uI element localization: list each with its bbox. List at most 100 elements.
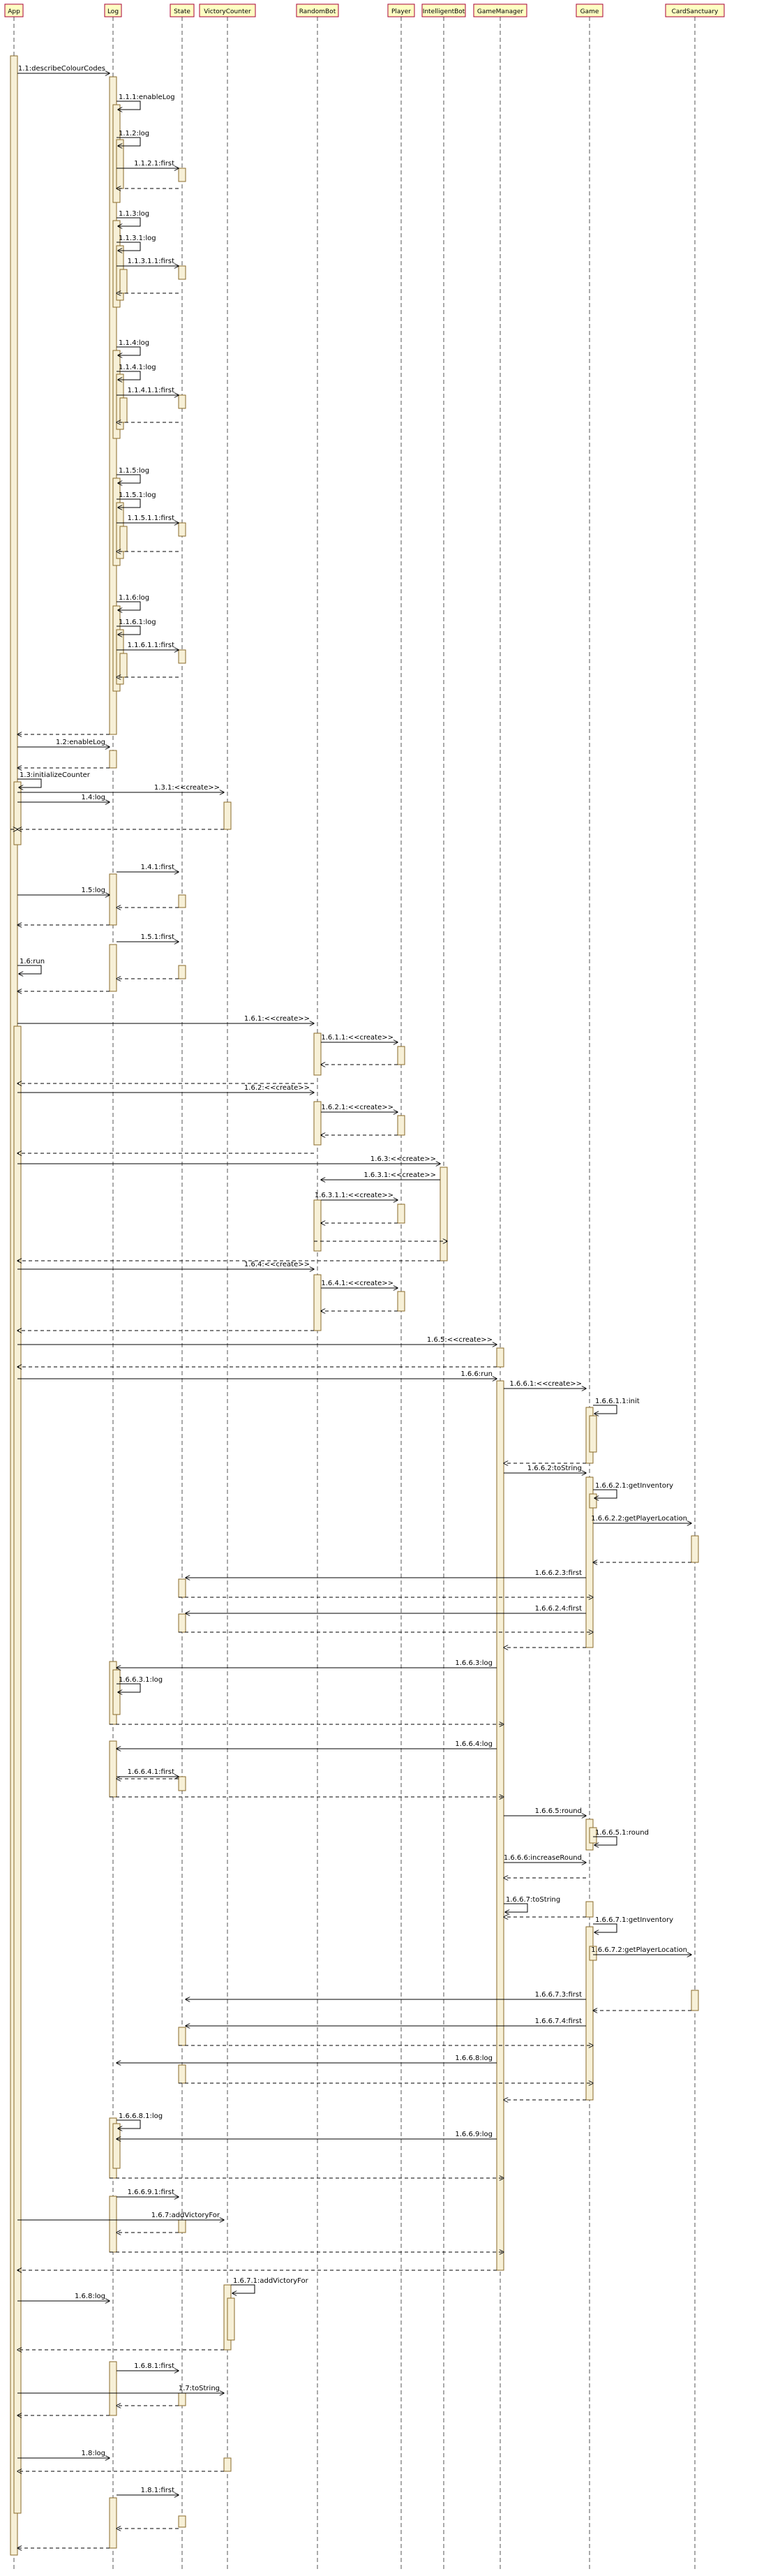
message-1-6-6-5-1-round: 1.6.6.5.1:round bbox=[593, 1829, 649, 1845]
activation-bar bbox=[589, 1415, 597, 1453]
message-label: 1.6.5:<<create>> bbox=[427, 1336, 493, 1344]
self-message-arrow bbox=[17, 778, 42, 787]
activation-bar bbox=[589, 1827, 597, 1844]
message-1-6-6-2-4-first: 1.6.6.2.4:first bbox=[186, 1605, 586, 1613]
activation-bar bbox=[178, 894, 186, 908]
participant-box bbox=[473, 3, 527, 17]
participant-box bbox=[170, 3, 195, 17]
message-label: 1.6.6.7.2:getPlayerLocation bbox=[591, 1946, 687, 1954]
participant-box bbox=[576, 3, 603, 17]
message-label: 1.6.8.1:first bbox=[134, 2362, 174, 2370]
message-1-6-8-1-first: 1.6.8.1:first bbox=[117, 2362, 179, 2371]
message-1-3-initialize-counter: 1.3:initializeCounter bbox=[17, 771, 91, 787]
message-label: 1.8:log bbox=[81, 2450, 105, 2457]
message-label: 1.6.6.8:log bbox=[455, 2055, 493, 2062]
message-label: 1.6.7:addVictoryFor bbox=[151, 2212, 220, 2219]
message-1-3-1-create: 1.3.1:<<create>> bbox=[17, 784, 224, 792]
activation-bar bbox=[397, 1046, 405, 1065]
message-1-1-6-1-1-first: 1.1.6.1.1:first bbox=[117, 642, 179, 650]
activation-bar bbox=[585, 1901, 594, 1918]
message-1-6-6-9-log: 1.6.6.9:log bbox=[117, 2131, 497, 2139]
self-message-arrow bbox=[117, 474, 141, 483]
participant-box bbox=[387, 3, 415, 17]
message-1-6-6-5-round: 1.6.6.5:round bbox=[504, 1807, 586, 1816]
message-label: 1.4.1:first bbox=[141, 864, 174, 871]
activation-bar bbox=[109, 2361, 117, 2416]
message-1-6-7-add-victory-for: 1.6.7:addVictoryFor bbox=[17, 2212, 224, 2220]
message-label: 1.6.6.2.4:first bbox=[535, 1605, 583, 1613]
message-label: 1.6.6.5:round bbox=[535, 1807, 582, 1815]
message-label: 1.1.3:log bbox=[119, 210, 149, 218]
participant-name: Player bbox=[391, 8, 411, 15]
participant-victory-counter: VictoryCounter bbox=[199, 3, 256, 17]
self-message-arrow bbox=[117, 346, 141, 355]
activation-bar bbox=[178, 265, 186, 280]
activation-bar bbox=[178, 2219, 186, 2233]
message-label: 1.7:toString bbox=[179, 2385, 220, 2392]
message-label: 1.5:log bbox=[81, 887, 105, 894]
message-1-6-6-2-1-get-inventory: 1.6.6.2.1:getInventory bbox=[593, 1482, 673, 1498]
message-label: 1.6.3.1:<<create>> bbox=[363, 1171, 436, 1179]
message-1-6-6-9-1-first: 1.6.6.9.1:first bbox=[117, 2189, 179, 2197]
activation-bar bbox=[223, 2457, 232, 2472]
message-label: 1.6.6.7.1:getInventory bbox=[595, 1916, 673, 1924]
activation-bar bbox=[178, 522, 186, 537]
message-label: 1.1.4.1:log bbox=[119, 364, 156, 371]
message-label: 1.1:describeColourCodes bbox=[18, 65, 105, 73]
message-label: 1.8.1:first bbox=[141, 2487, 174, 2494]
self-message-arrow bbox=[17, 965, 42, 974]
participant-box bbox=[104, 3, 122, 17]
participant-game: Game bbox=[576, 3, 603, 17]
message-1-6-6-2-3-first: 1.6.6.2.3:first bbox=[186, 1569, 586, 1578]
message-1-6-4-1-create: 1.6.4.1:<<create>> bbox=[321, 1280, 398, 1288]
activation-bar bbox=[313, 1274, 322, 1331]
message-1-1-6-log: 1.1.6:log bbox=[117, 594, 149, 610]
activation-bar bbox=[178, 1776, 186, 1791]
participant-box bbox=[199, 3, 256, 17]
activation-bar bbox=[227, 2297, 235, 2341]
self-message-arrow bbox=[117, 626, 141, 635]
message-label: 1.1.2:log bbox=[119, 130, 149, 138]
self-message-arrow bbox=[117, 101, 141, 110]
self-message-arrow bbox=[117, 137, 141, 146]
message-1-6-7-1-add-victory-for: 1.6.7.1:addVictoryFor bbox=[231, 2277, 309, 2293]
message-1-1-4-1-log: 1.1.4.1:log bbox=[117, 364, 156, 380]
message-1-2-enable-log: 1.2:enableLog bbox=[17, 739, 110, 747]
message-1-6-3-1-create: 1.6.3.1:<<create>> bbox=[321, 1171, 440, 1180]
activation-bar bbox=[109, 750, 117, 769]
message-label: 1.1.3.1.1:first bbox=[128, 258, 175, 265]
message-1-1-describe-colour-codes: 1.1:describeColourCodes bbox=[17, 65, 110, 73]
message-label: 1.6.6.4.1:first bbox=[128, 1768, 175, 1776]
self-message-arrow bbox=[231, 2284, 255, 2293]
message-label: 1.6.6.8.1:log bbox=[119, 2112, 163, 2120]
participant-name: State bbox=[174, 8, 190, 15]
message-1-5-1-first: 1.5.1:first bbox=[117, 933, 179, 942]
message-1-6-6-7-to-string: 1.6.6.7:toString bbox=[504, 1896, 560, 1912]
activation-bar bbox=[178, 1578, 186, 1598]
message-label: 1.6.6.4:log bbox=[455, 1740, 493, 1748]
message-label: 1.1.5.1.1:first bbox=[128, 515, 175, 522]
participant-box bbox=[4, 3, 24, 17]
message-1-6-4-create: 1.6.4:<<create>> bbox=[17, 1261, 314, 1269]
activation-bar bbox=[178, 2027, 186, 2046]
message-label: 1.1.6.1.1:first bbox=[128, 642, 175, 649]
participant-name: RandomBot bbox=[299, 8, 336, 15]
participant-name: VictoryCounter bbox=[204, 8, 251, 15]
message-1-1-3-1-log: 1.1.3.1:log bbox=[117, 235, 156, 251]
message-label: 1.6.6.2.1:getInventory bbox=[595, 1482, 673, 1490]
message-1-6-6-1-create: 1.6.6.1:<<create>> bbox=[504, 1380, 586, 1389]
message-label: 1.6.8:log bbox=[75, 2293, 105, 2300]
message-1-6-1-1-create: 1.6.1.1:<<create>> bbox=[321, 1034, 398, 1042]
activation-bar bbox=[119, 526, 128, 552]
self-message-arrow bbox=[593, 1836, 617, 1845]
activation-bar bbox=[109, 944, 117, 992]
message-label: 1.6.2.1:<<create>> bbox=[321, 1104, 393, 1111]
activation-bar bbox=[13, 781, 22, 845]
self-message-arrow bbox=[117, 1683, 141, 1692]
message-1-6-1-create: 1.6.1:<<create>> bbox=[17, 1015, 314, 1023]
message-label: 1.6.4.1:<<create>> bbox=[321, 1280, 393, 1287]
message-1-1-5-log: 1.1.5:log bbox=[117, 467, 149, 483]
participant-random-bot: RandomBot bbox=[296, 3, 339, 17]
self-message-arrow bbox=[593, 1923, 617, 1932]
message-1-6-6-3-log: 1.6.6.3:log bbox=[117, 1659, 497, 1668]
